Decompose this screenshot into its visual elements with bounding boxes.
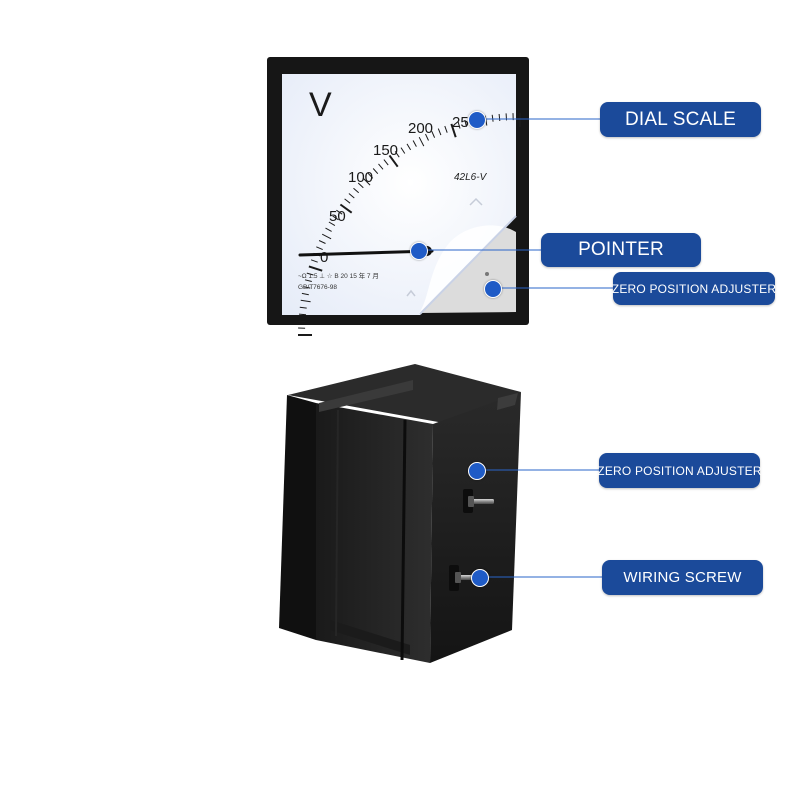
model-label: 42L6-V	[454, 172, 488, 183]
scale-tick	[344, 198, 351, 204]
scale-tick	[412, 140, 417, 147]
case-back	[430, 392, 521, 663]
scale-tick	[308, 265, 323, 272]
scale-label-100: 100	[348, 169, 373, 186]
wiring-screw-callout: WIRING SCREW	[602, 560, 763, 595]
scale-chevron	[469, 197, 483, 206]
case-top	[288, 364, 521, 425]
scale-tick	[357, 182, 364, 189]
unit-symbol: V	[309, 86, 332, 124]
scale-tick	[332, 215, 339, 221]
scale-tick	[372, 168, 379, 175]
standard-label: GB/T7676-98	[298, 284, 337, 291]
scale-tick	[400, 147, 406, 154]
scale-tick	[298, 313, 307, 316]
zero-position-adjuster-callout-bottom: ZERO POSITION ADJUSTER	[597, 453, 762, 488]
scale-tick	[336, 209, 343, 215]
scale-tick	[362, 177, 371, 186]
scale-tick	[437, 128, 442, 136]
scale-tick	[301, 292, 309, 296]
scale-tick	[383, 159, 389, 166]
leader-lines	[418, 118, 613, 578]
spec-line: ~Ω 1.5 ⊥ ☆ B 20 15 年 7 月	[298, 271, 379, 280]
scale-tick	[321, 233, 332, 240]
scale-tick	[353, 187, 360, 194]
scale-tick	[464, 119, 467, 127]
scale-label-150: 150	[373, 142, 398, 159]
scale-tick	[318, 240, 326, 244]
scale-label-0: 0	[320, 249, 328, 266]
scale-tick	[425, 133, 429, 141]
scale-tick	[498, 113, 501, 122]
zero-adjuster-screw	[485, 272, 489, 276]
zero-adjuster-marker-bottom	[468, 462, 486, 480]
scale-tick	[457, 121, 461, 129]
scale-tick	[444, 125, 448, 133]
pointer-callout: POINTER	[541, 233, 701, 267]
scale-tick	[418, 136, 425, 147]
scale-label-200: 200	[408, 120, 433, 137]
scale-tick	[378, 163, 384, 170]
scale-tick	[303, 286, 311, 289]
scale-tick	[304, 279, 312, 282]
scale-tick	[310, 259, 318, 263]
scale-tick	[299, 306, 307, 309]
scale-tick	[388, 154, 399, 168]
scale-tick	[491, 114, 494, 122]
scale-tick	[367, 172, 374, 179]
scale-labels: 0 50 100 150 200 250	[320, 114, 477, 266]
scale-tick	[339, 203, 353, 214]
scale-tick	[394, 151, 400, 158]
zero-position-adjuster-callout-top: ZERO POSITION ADJUSTER	[612, 272, 776, 305]
scale-tick	[300, 299, 311, 303]
dial-scale-marker	[468, 111, 486, 129]
wiring-screw-upper	[463, 489, 494, 513]
scale-ticks	[298, 113, 521, 336]
scale-tick	[325, 227, 332, 232]
dial-scale-callout: DIAL SCALE	[600, 102, 761, 137]
pointer-marker	[410, 242, 428, 260]
scale-tick	[406, 143, 412, 151]
scale-tick	[431, 131, 436, 138]
scale-tick	[328, 221, 336, 227]
scale-tick	[450, 123, 457, 138]
scale-tick	[306, 272, 314, 276]
zero-adjuster-marker-top	[484, 280, 502, 298]
scale-tick	[316, 246, 323, 251]
wiring-screw-marker	[471, 569, 489, 587]
meter-back-view	[279, 364, 521, 663]
scale-chevron	[406, 289, 416, 297]
scale-label-50: 50	[329, 208, 346, 225]
case-bezel	[279, 395, 316, 640]
scale-tick	[348, 193, 355, 199]
